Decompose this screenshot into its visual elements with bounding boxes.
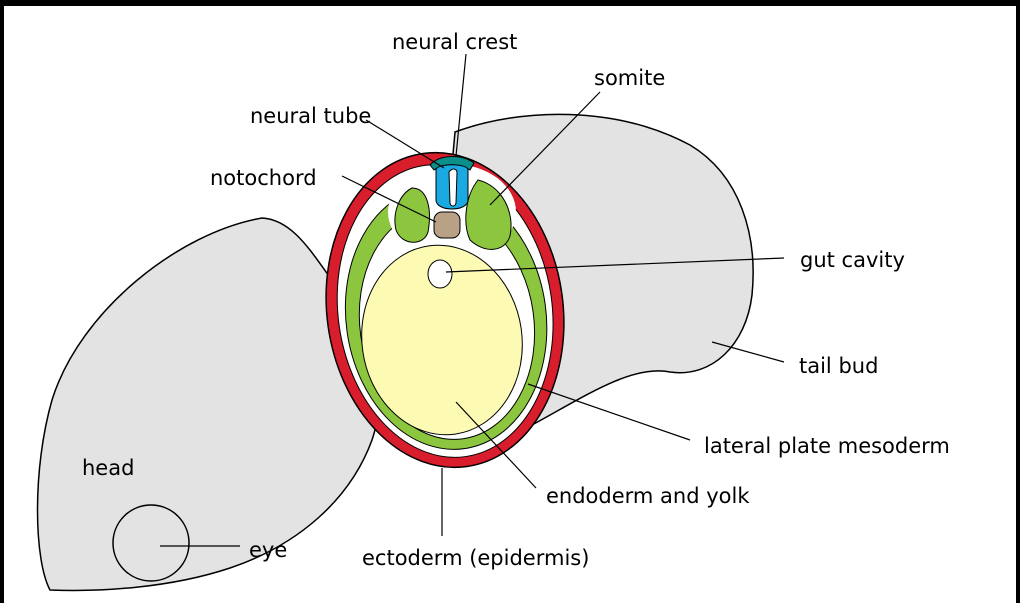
neural-tube-lumen [449, 169, 457, 206]
label-endoderm-and-yolk: endoderm and yolk [546, 486, 750, 507]
label-somite: somite [594, 68, 665, 89]
label-head: head [82, 458, 134, 479]
gut-cavity-shape [428, 260, 452, 288]
label-notochord: notochord [210, 168, 317, 189]
label-eye: eye [249, 540, 287, 561]
notochord-shape [434, 212, 460, 238]
label-tail-bud: tail bud [799, 356, 878, 377]
eye-circle [113, 505, 189, 581]
label-lateral-plate-mesoderm: lateral plate mesoderm [704, 436, 950, 457]
label-gut-cavity: gut cavity [800, 250, 905, 271]
embryo-cross-section-diagram [4, 6, 1016, 603]
label-ectoderm: ectoderm (epidermis) [362, 548, 589, 569]
label-neural-crest: neural crest [392, 32, 517, 53]
label-neural-tube: neural tube [250, 106, 371, 127]
